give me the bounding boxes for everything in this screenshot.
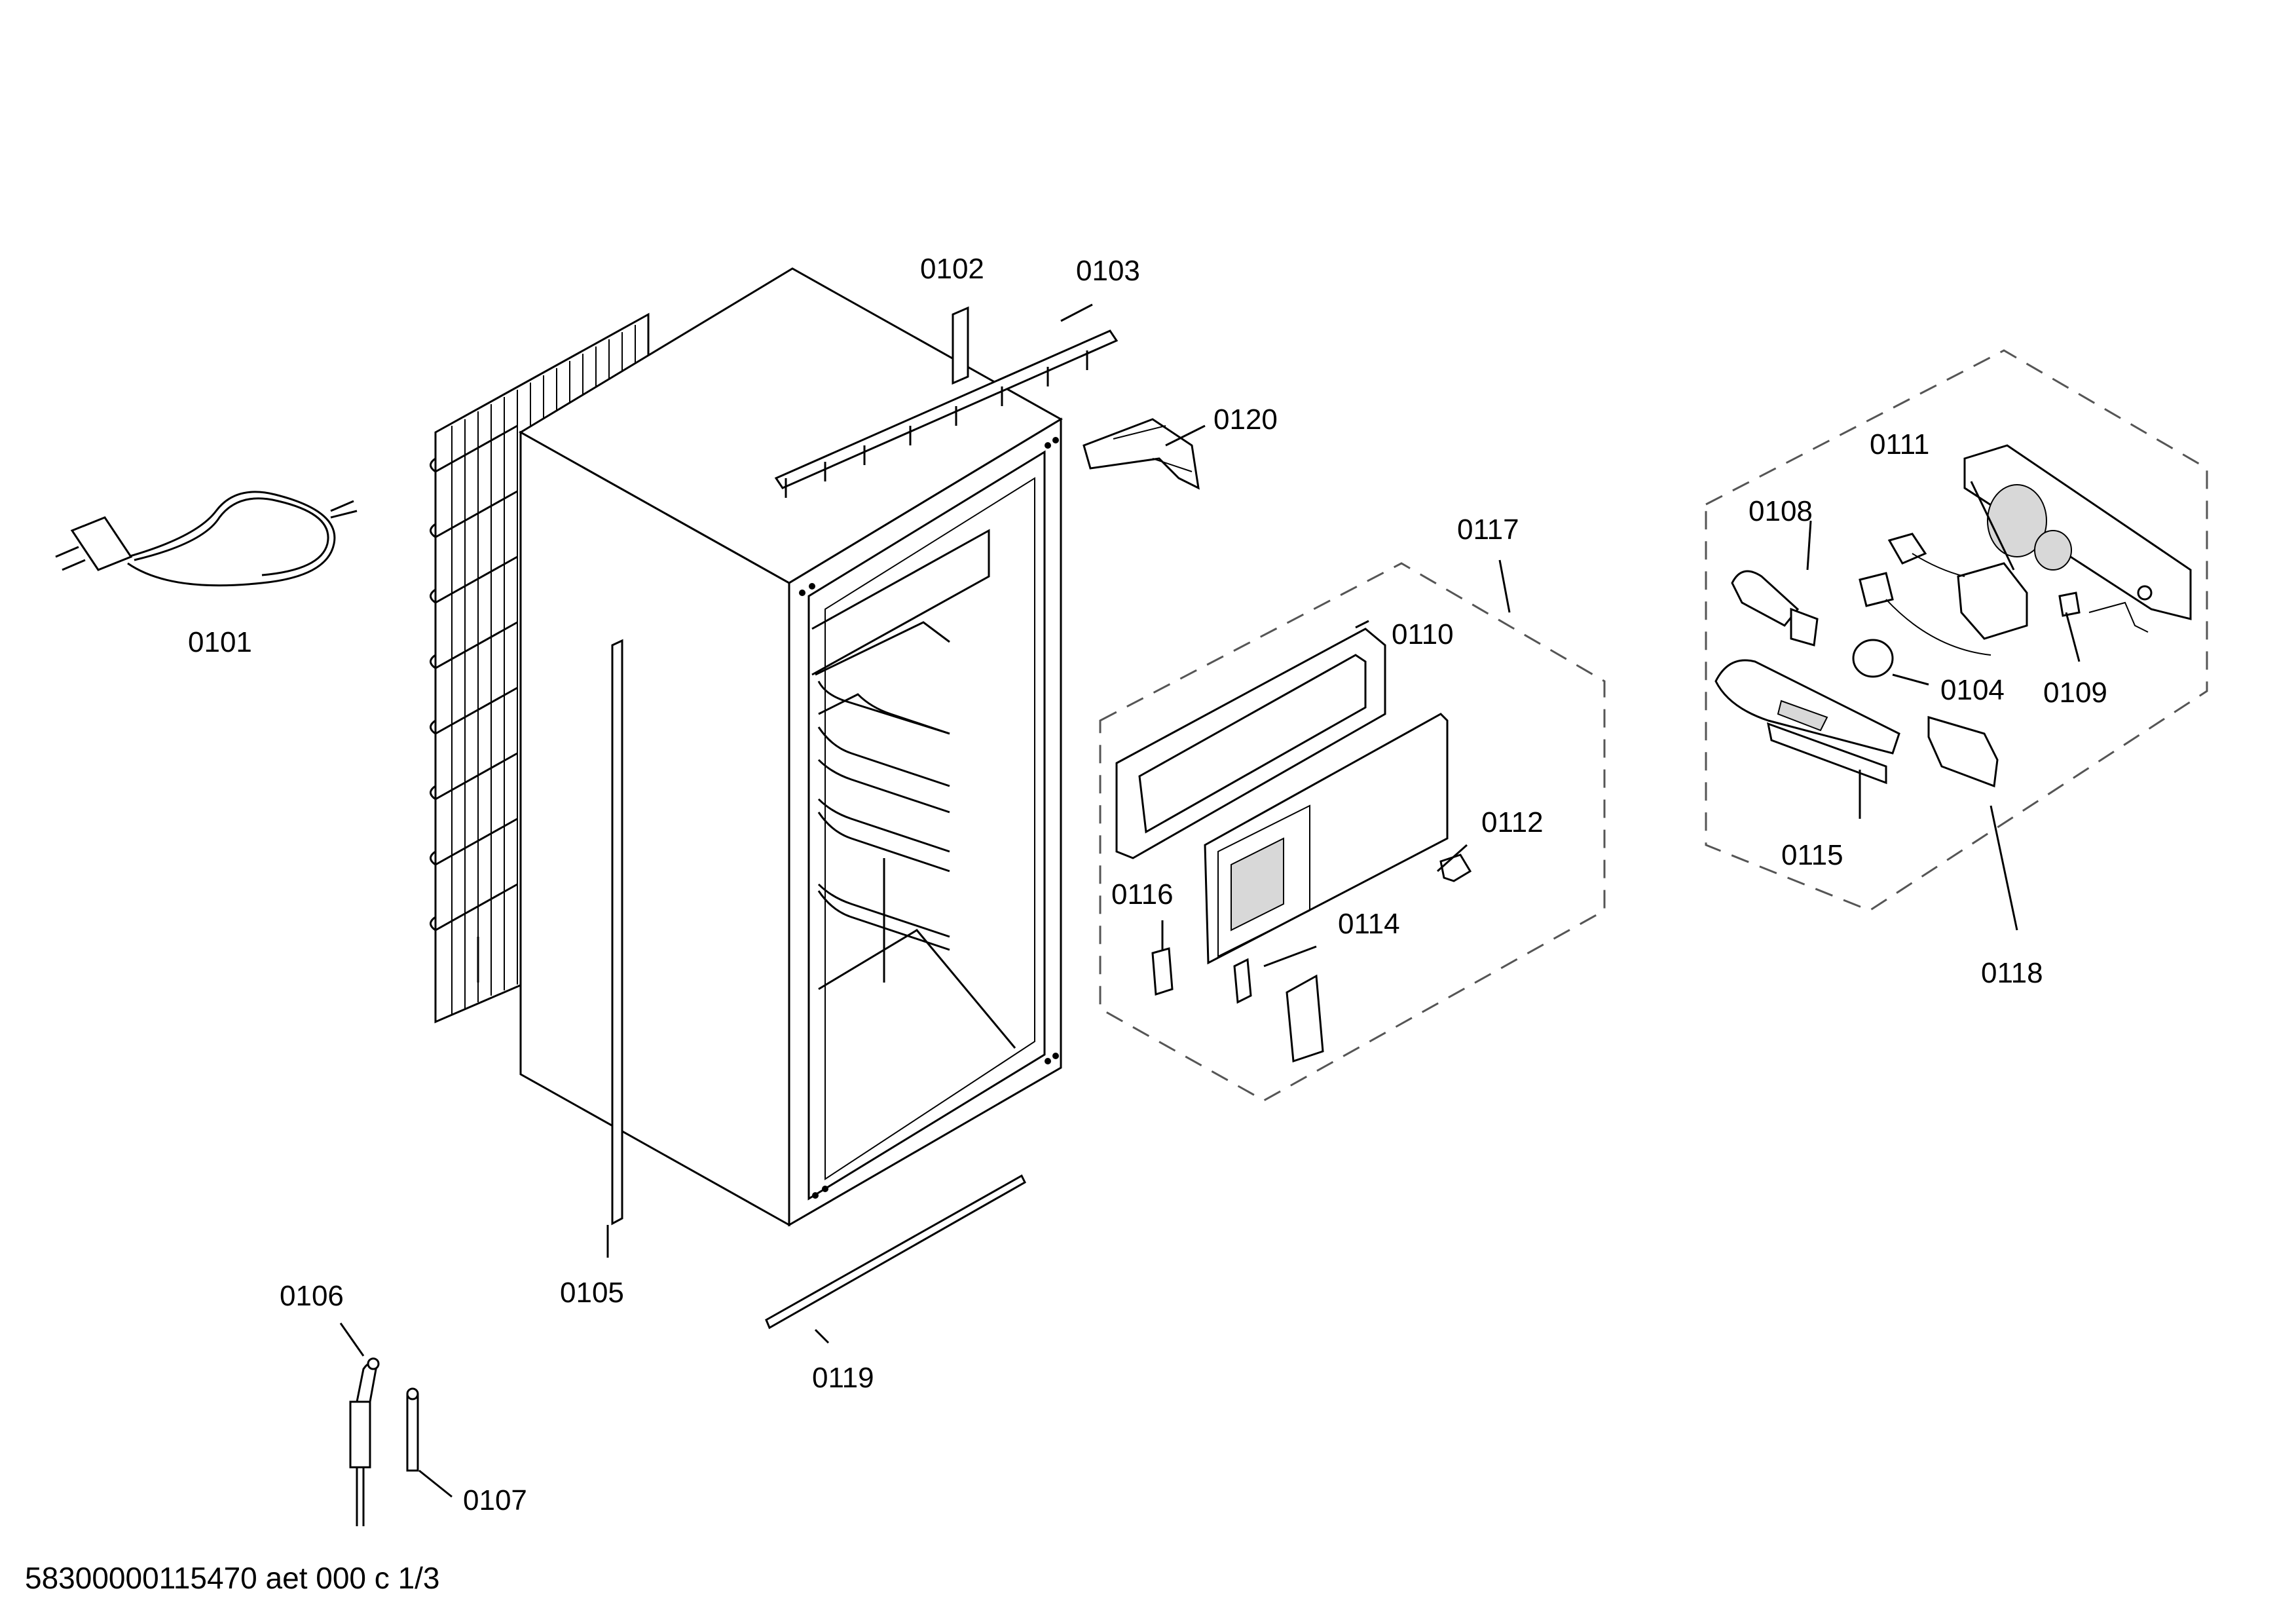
callout-0110: 0110 xyxy=(1392,618,1454,650)
leader-lines xyxy=(339,303,2081,1498)
callout-0107: 0107 xyxy=(463,1484,527,1516)
callout-0112: 0112 xyxy=(1481,806,1544,838)
callout-0120: 0120 xyxy=(1213,404,1278,436)
part-0103-rail xyxy=(774,329,1119,498)
callout-0106: 0106 xyxy=(280,1280,344,1312)
callout-0104: 0104 xyxy=(1940,674,2005,706)
group-0117-door xyxy=(1099,562,1606,1102)
callout-0111: 0111 xyxy=(1870,428,1929,460)
part-0102-bracket xyxy=(952,306,969,385)
cabinet-body xyxy=(519,267,1063,1227)
callout-0109: 0109 xyxy=(2043,677,2107,709)
part-0105-strip xyxy=(611,639,623,1226)
callout-0114: 0114 xyxy=(1338,908,1400,940)
callout-0108: 0108 xyxy=(1749,495,1813,527)
callout-0101: 0101 xyxy=(188,626,252,658)
part-0119-strip xyxy=(765,1174,1026,1330)
callout-0118: 0118 xyxy=(1981,957,2043,989)
callout-0117: 0117 xyxy=(1457,514,1519,546)
callout-0119: 0119 xyxy=(812,1362,874,1394)
callout-0103: 0103 xyxy=(1076,255,1140,287)
part-0101-power-cord xyxy=(55,491,358,587)
part-0120-hinge xyxy=(1083,418,1200,490)
callout-0116: 0116 xyxy=(1111,878,1174,910)
callout-labels: 0101 0102 0103 0120 0117 0110 0112 0116 … xyxy=(188,253,2107,1516)
part-0107-sensor xyxy=(406,1387,419,1472)
part-0106-sensor xyxy=(349,1357,380,1526)
drawing-reference-footer: 58300000115470 aet 000 c 1/3 xyxy=(25,1561,440,1595)
callout-0102: 0102 xyxy=(920,253,984,285)
callout-0105: 0105 xyxy=(560,1277,624,1309)
callout-0115: 0115 xyxy=(1781,839,1843,871)
group-0118-controls xyxy=(1705,349,2208,912)
